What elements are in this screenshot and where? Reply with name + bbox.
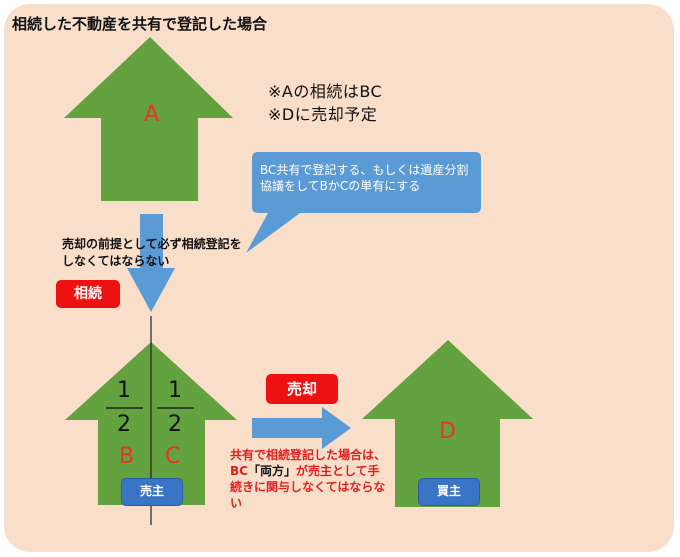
house-d xyxy=(362,340,533,507)
speech-bubble-text: BC共有で登記する、もしくは遺産分割協議をしてBかCの単有にする xyxy=(260,163,469,193)
joint-note-quoted: 「両方」 xyxy=(247,464,296,478)
house-a-label: A xyxy=(144,102,160,127)
right-arrow xyxy=(252,407,351,449)
share-c-numerator: 1 xyxy=(168,378,182,403)
seller-badge: 売主 xyxy=(121,478,183,506)
house-a xyxy=(64,37,233,201)
joint-registration-note: 共有で相続登記した場合は、BC「両方」が売主として手続きに関与しなくてはならない xyxy=(230,447,390,511)
page-title: 相続した不動産を共有で登記した場合 xyxy=(12,15,268,33)
house-d-label: D xyxy=(439,419,456,444)
sale-tag: 売却 xyxy=(266,374,338,404)
inheritance-tag: 相続 xyxy=(56,280,120,308)
share-b-numerator: 1 xyxy=(117,378,131,403)
house-c-label: C xyxy=(165,444,181,469)
note-line-2: ※Dに売却予定 xyxy=(268,105,378,124)
joint-note-part2: が売主として手続きに関与しなくてはならない xyxy=(230,464,386,510)
note-line-1: ※Aの相続はBC xyxy=(268,82,383,101)
buyer-badge: 買主 xyxy=(418,478,480,506)
down-arrow xyxy=(127,214,175,312)
house-b-label: B xyxy=(119,444,135,469)
share-b-denominator: 2 xyxy=(117,412,131,437)
inheritance-note: 売却の前提として必ず相続登記をしなくてはならない xyxy=(62,237,242,268)
speech-bubble xyxy=(246,152,481,253)
joint-note-part1: 共有で相続登記した場合は、BC xyxy=(230,448,387,478)
share-c-denominator: 2 xyxy=(168,412,182,437)
